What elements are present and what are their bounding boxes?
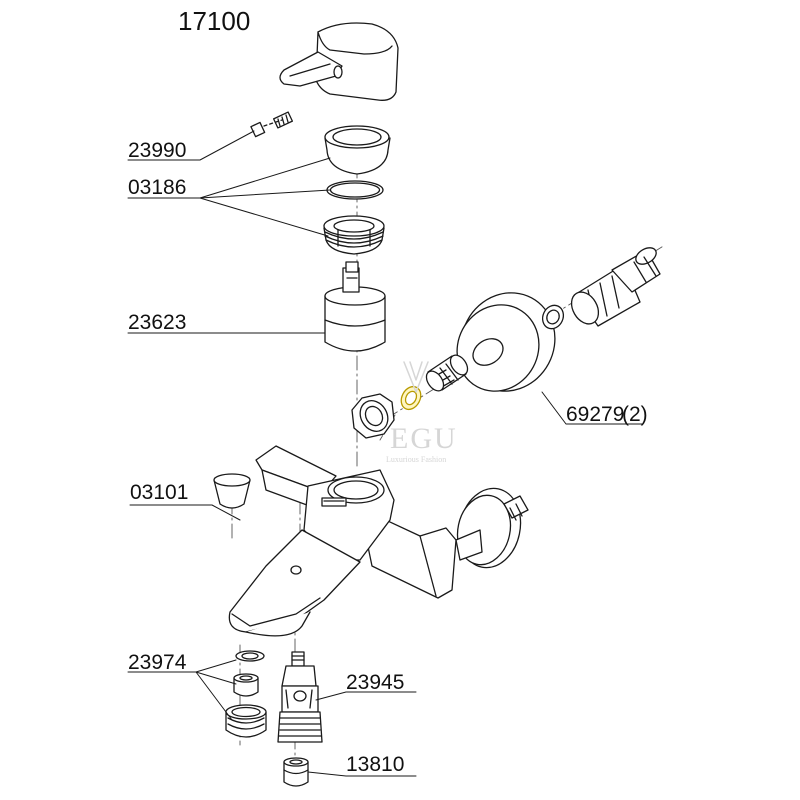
union-nut-part — [352, 394, 394, 438]
watermark-brand: EGU — [390, 422, 458, 455]
cartridge-part — [325, 262, 385, 351]
mixer-body-part — [229, 446, 456, 636]
cover-rings-part-number: 03186 — [128, 176, 187, 199]
wall-connection-quantity: (2) — [622, 403, 648, 426]
diverter-part — [278, 652, 322, 742]
grub-screw-part — [251, 112, 292, 137]
leader-23974-housing — [195, 671, 233, 721]
watermark-logo — [403, 361, 429, 393]
handle-part-number: 17100 — [178, 6, 251, 36]
washer-part — [539, 302, 567, 332]
leader-13810 — [307, 771, 417, 777]
threaded-ring-part — [324, 216, 384, 254]
body-wall-connection-part — [451, 483, 528, 574]
wall-flange-part — [442, 276, 572, 407]
aerator-gasket-part — [236, 651, 264, 661]
aerator-insert-part — [234, 674, 258, 696]
yellow-seal-part — [397, 383, 424, 413]
leader-23945 — [315, 691, 417, 701]
wall-connection-part-number: 69279 — [566, 403, 625, 426]
o-ring-part — [327, 181, 383, 199]
leader-03101 — [129, 504, 241, 521]
watermark-tagline: Luxurious Fashion — [386, 455, 447, 464]
leader-69279 — [541, 391, 643, 425]
leader-23974-insert — [195, 671, 237, 685]
diverter-part-number: 23945 — [346, 671, 405, 694]
eccentric-connector-part — [566, 244, 660, 328]
screw-part-number: 23990 — [128, 139, 187, 162]
cartridge-part-number: 23623 — [128, 311, 187, 334]
leader-03186-oring — [199, 189, 331, 199]
leader-03186-ring — [199, 197, 329, 237]
cover-cap-part — [325, 126, 390, 174]
aerator-housing-part — [226, 705, 266, 737]
plug-cap-part — [214, 474, 250, 508]
leader-lines — [127, 130, 643, 777]
diverter-insert-part-number: 13810 — [346, 753, 405, 776]
nipple-part — [423, 352, 471, 394]
plug-part-number: 03101 — [130, 481, 189, 504]
leader-23990 — [127, 130, 255, 161]
handle-lever-part — [280, 23, 398, 100]
aerator-part-number: 23974 — [128, 651, 187, 674]
diverter-insert-part — [284, 758, 308, 786]
